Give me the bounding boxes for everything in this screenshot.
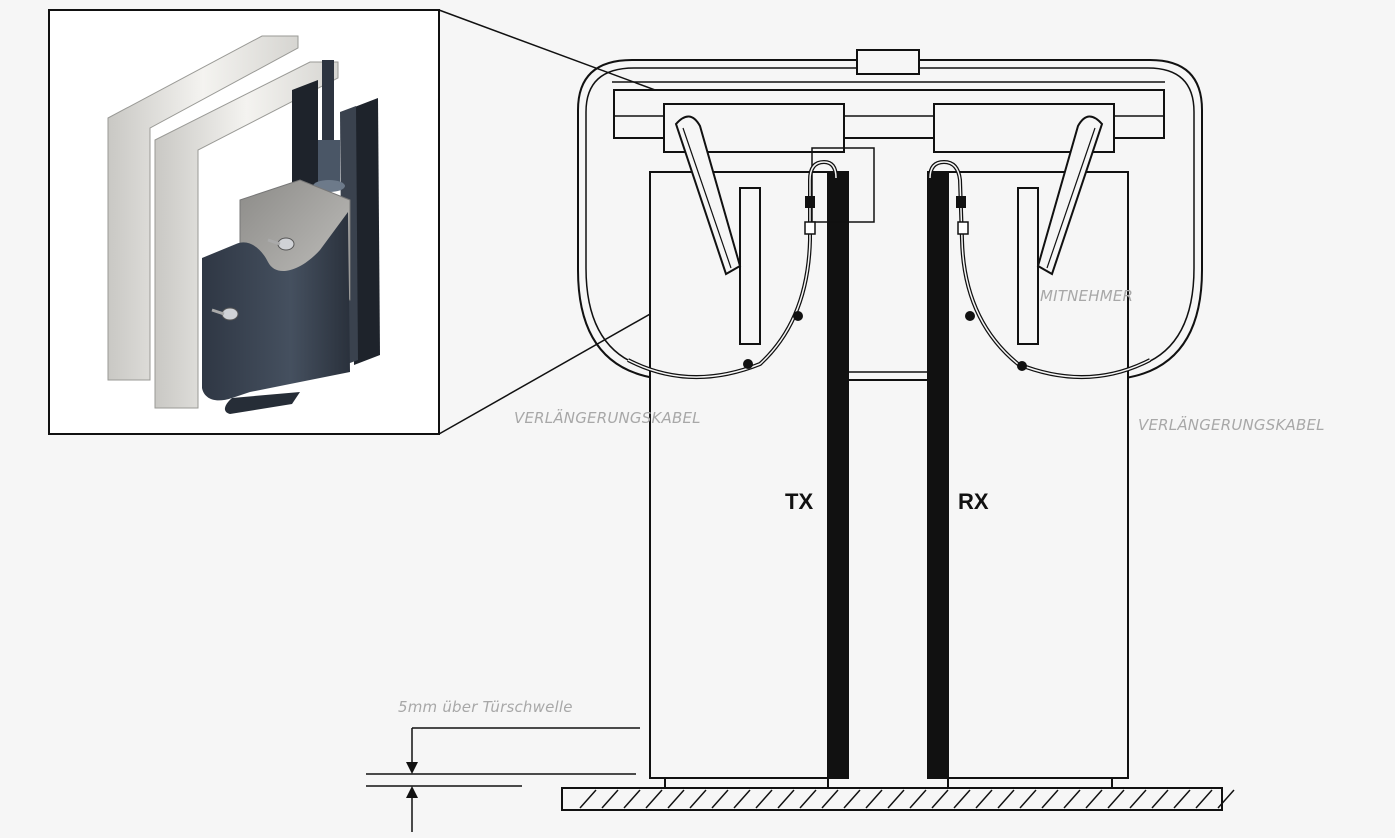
screw-icon	[211, 307, 239, 321]
door-left	[649, 171, 849, 788]
extension-cable-left	[627, 159, 838, 379]
rx-label: RX	[958, 489, 989, 514]
cable-label-left: VERLÄNGERUNGSKABEL	[514, 409, 701, 427]
screw-icon	[267, 237, 295, 251]
threshold-label: 5mm über Türschwelle	[398, 698, 573, 716]
cable-label-right: VERLÄNGERUNGSKABEL	[1138, 416, 1325, 434]
detail-inset	[48, 9, 440, 435]
mitnehmer-label: MITNEHMER	[1040, 287, 1134, 305]
drive-arm-right	[1036, 115, 1104, 276]
dimension-marker	[366, 727, 640, 832]
drive-arm-left	[674, 115, 742, 276]
floor-threshold	[561, 787, 1235, 811]
tx-label: TX	[785, 489, 814, 514]
door-right	[927, 171, 1129, 788]
extension-cable-right	[928, 159, 1151, 379]
